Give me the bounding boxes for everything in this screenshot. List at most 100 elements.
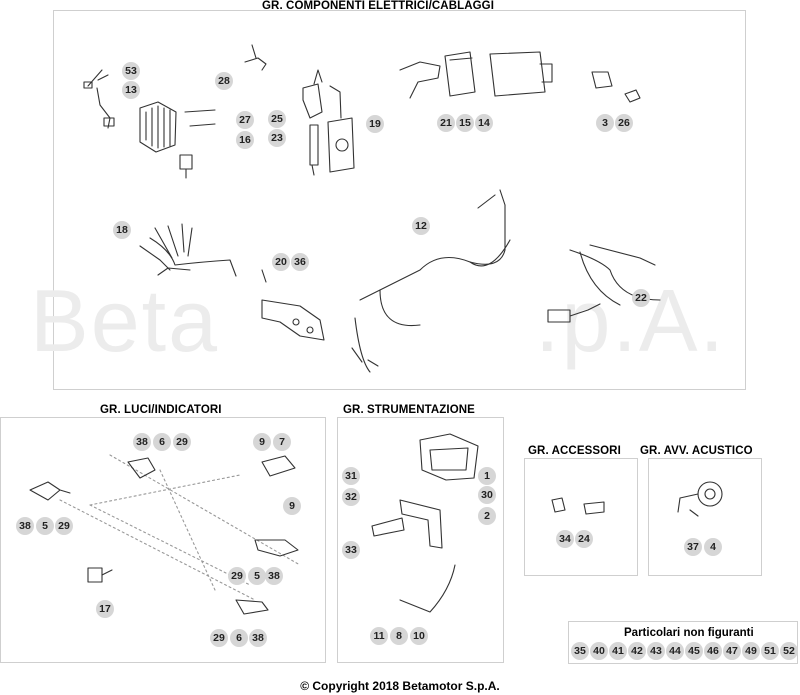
callout-19: 19	[366, 115, 384, 133]
callout-10: 10	[410, 627, 428, 645]
indicator-rear-left-part	[254, 539, 299, 557]
horn-title: GR. AVV. ACUSTICO	[640, 445, 753, 457]
callout-35: 35	[571, 642, 589, 660]
callout-8: 8	[390, 627, 408, 645]
callout-18: 18	[113, 221, 131, 239]
not-shown-panel	[568, 621, 798, 664]
callout-30: 30	[478, 486, 496, 504]
watermark-right: .p.A.	[535, 271, 726, 370]
not-shown-list: 35 40 41 42 43 44 45 46 47 49 51 52	[571, 642, 798, 660]
callout-28: 28	[215, 72, 233, 90]
callout-34: 34	[556, 530, 574, 548]
callout-25: 25	[268, 110, 286, 128]
callout-40: 40	[590, 642, 608, 660]
callout-46: 46	[704, 642, 722, 660]
callout-43: 43	[647, 642, 665, 660]
callout-38-lights-b: 38	[16, 517, 34, 535]
callout-1: 1	[478, 467, 496, 485]
callout-36: 36	[291, 253, 309, 271]
watermark-left: Beta	[30, 271, 220, 370]
instrument-bracket-part	[399, 499, 443, 549]
flasher-relay-part	[87, 567, 113, 583]
callout-51: 51	[761, 642, 779, 660]
speedo-cable-part	[399, 564, 456, 613]
ignition-coil-part	[327, 85, 355, 173]
callout-3: 3	[596, 114, 614, 132]
indicator-front-right-part	[127, 457, 156, 479]
callout-15: 15	[456, 114, 474, 132]
callout-44: 44	[666, 642, 684, 660]
harness-18-part	[139, 223, 237, 277]
screws-27	[184, 109, 216, 127]
regulator-part	[139, 101, 177, 153]
small-harness-part	[83, 69, 115, 129]
callout-11: 11	[370, 627, 388, 645]
callout-9-lights-a: 9	[253, 433, 271, 451]
copyright-footer: © Copyright 2018 Betamotor S.p.A.	[300, 679, 500, 693]
main-harness-12-part	[351, 189, 511, 373]
callout-31: 31	[342, 467, 360, 485]
callout-38-lights-a: 38	[133, 433, 151, 451]
accessory-clips-part	[551, 497, 605, 515]
callout-4: 4	[704, 538, 722, 556]
callout-27a: 27	[236, 111, 254, 129]
callout-47: 47	[723, 642, 741, 660]
horn-part	[677, 481, 723, 517]
harness-22-part	[547, 244, 661, 323]
callout-14: 14	[475, 114, 493, 132]
callout-26: 26	[615, 114, 633, 132]
callout-9-lights-b: 9	[283, 497, 301, 515]
not-shown-title: Particolari non figuranti	[624, 627, 754, 639]
callout-23: 23	[268, 129, 286, 147]
indicator-front-left-part	[29, 481, 71, 501]
connector-28	[244, 44, 267, 71]
callout-22: 22	[632, 289, 650, 307]
lights-title: GR. LUCI/INDICATORI	[100, 404, 222, 416]
small-parts-3-26	[591, 71, 641, 103]
callout-49: 49	[742, 642, 760, 660]
callout-6-lights-a: 6	[153, 433, 171, 451]
indicator-rear-right-part	[261, 455, 296, 477]
callout-32: 32	[342, 488, 360, 506]
callout-7-lights: 7	[273, 433, 291, 451]
callout-37: 37	[684, 538, 702, 556]
callout-5-lights-b: 5	[248, 567, 266, 585]
horn-panel	[648, 458, 762, 576]
callout-42: 42	[628, 642, 646, 660]
accessories-panel	[524, 458, 638, 576]
instruments-title: GR. STRUMENTAZIONE	[343, 404, 475, 416]
callout-21: 21	[437, 114, 455, 132]
sensor-16	[179, 154, 193, 179]
callout-33: 33	[342, 541, 360, 559]
callout-45: 45	[685, 642, 703, 660]
callout-20: 20	[272, 253, 290, 271]
callout-29-lights-a: 29	[173, 433, 191, 451]
callout-5-lights-a: 5	[36, 517, 54, 535]
callout-17-lights: 17	[96, 600, 114, 618]
electrical-panel	[53, 10, 746, 390]
callout-53: 53	[122, 62, 140, 80]
callout-52: 52	[780, 642, 798, 660]
indicator-bottom-part	[235, 599, 269, 615]
instrument-tube-33-part	[371, 517, 405, 537]
callout-29-lights-c: 29	[228, 567, 246, 585]
callout-2: 2	[478, 507, 496, 525]
accessories-title: GR. ACCESSORI	[528, 445, 621, 457]
callout-29-lights-d: 29	[210, 629, 228, 647]
relay-bracket-part	[399, 51, 553, 99]
callout-38-lights-c: 38	[265, 567, 283, 585]
callout-6-lights-b: 6	[230, 629, 248, 647]
callout-38-lights-d: 38	[249, 629, 267, 647]
callout-12: 12	[412, 217, 430, 235]
spark-plug-part	[302, 69, 323, 176]
electrical-title: GR. COMPONENTI ELETTRICI/CABLAGGI	[262, 0, 495, 12]
callout-13: 13	[122, 81, 140, 99]
lights-guide-lines	[59, 454, 301, 601]
callout-16: 16	[236, 131, 254, 149]
instrument-cluster-part	[419, 433, 479, 481]
callout-24: 24	[575, 530, 593, 548]
bracket-20-36-part	[261, 269, 325, 341]
callout-41: 41	[609, 642, 627, 660]
callout-29-lights-b: 29	[55, 517, 73, 535]
